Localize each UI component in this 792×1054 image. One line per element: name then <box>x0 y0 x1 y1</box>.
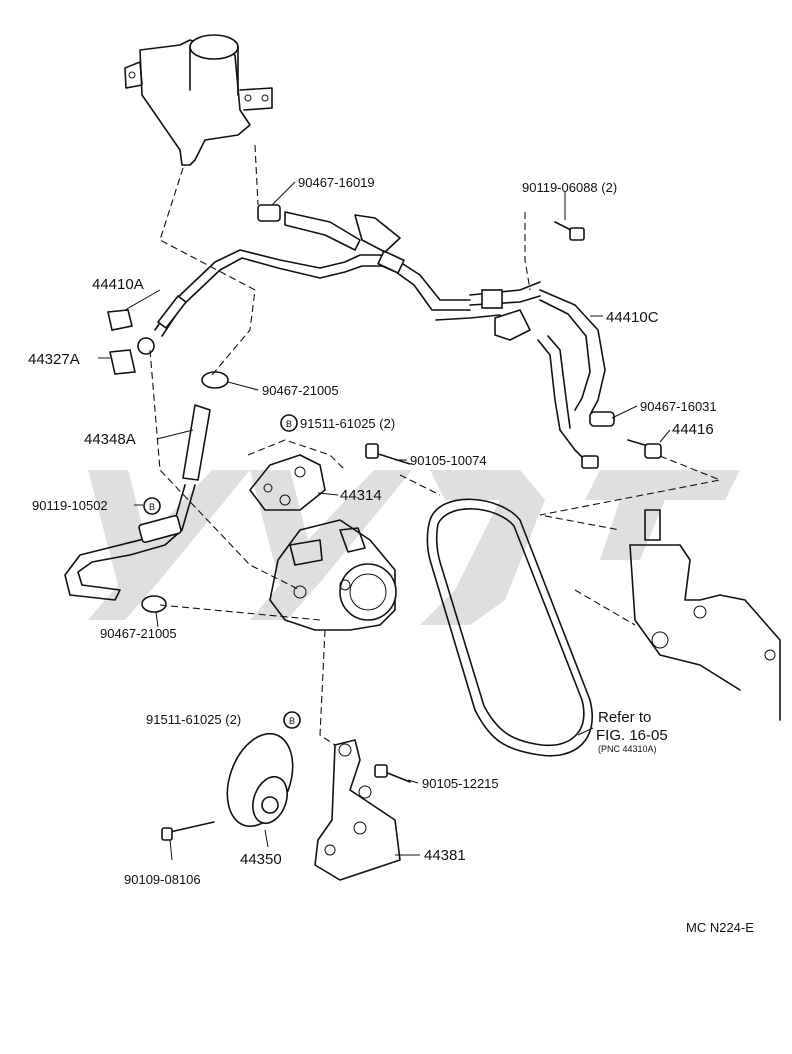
label-90119-10502: 90119-10502 <box>32 498 108 513</box>
label-90467-21005-top: 90467-21005 <box>262 383 339 398</box>
badge-b-2: B <box>143 497 161 515</box>
badge-b-2-text: B <box>149 502 155 512</box>
leader-lines <box>98 181 671 861</box>
steering-gear <box>629 509 781 721</box>
label-90467-21005-bottom: 90467-21005 <box>100 626 177 641</box>
label-91511-61025-bottom: 91511-61025 (2) <box>146 712 241 727</box>
label-90467-16031: 90467-16031 <box>640 399 717 414</box>
label-44314: 44314 <box>340 487 382 504</box>
label-44348a: 44348A <box>84 431 136 448</box>
badge-b-3-text: B <box>289 716 295 726</box>
badge-b-3: B <box>283 711 301 729</box>
badge-b-1-text: B <box>286 419 292 429</box>
label-91511-61025-top: 91511-61025 (2) <box>300 416 395 431</box>
idler-pulley-44350 <box>226 732 294 828</box>
note-line-2: FIG. 16-05 <box>596 727 668 744</box>
note-line-1: Refer to <box>598 709 651 726</box>
label-44416: 44416 <box>672 421 714 438</box>
return-hose-assembly <box>154 204 541 341</box>
suction-hose-44348a <box>64 371 229 613</box>
label-90109-08106: 90109-08106 <box>124 872 201 887</box>
reservoir-tank <box>124 34 273 166</box>
hose-44410c <box>537 289 615 469</box>
label-90467-16019: 90467-16019 <box>298 175 375 190</box>
figure-code: MC N224-E <box>686 920 754 935</box>
label-90105-10074: 90105-10074 <box>410 453 487 468</box>
bracket-44381 <box>314 739 401 881</box>
drive-belt <box>426 498 593 757</box>
label-44350: 44350 <box>240 851 282 868</box>
badge-b-1: B <box>280 414 298 432</box>
bracket-44314 <box>249 454 326 511</box>
note-line-3: (PNC 44310A) <box>598 744 657 754</box>
phantom-lines <box>149 144 722 746</box>
label-44410c: 44410C <box>606 309 659 326</box>
label-90105-12215: 90105-12215 <box>422 776 499 791</box>
watermark <box>88 470 740 625</box>
label-90119-06088: 90119-06088 (2) <box>522 180 617 195</box>
label-44410a: 44410A <box>92 276 144 293</box>
reference-note: Refer to FIG. 16-05 (PNC 44310A) <box>596 709 668 754</box>
label-44381: 44381 <box>424 847 466 864</box>
label-44327a: 44327A <box>28 351 80 368</box>
